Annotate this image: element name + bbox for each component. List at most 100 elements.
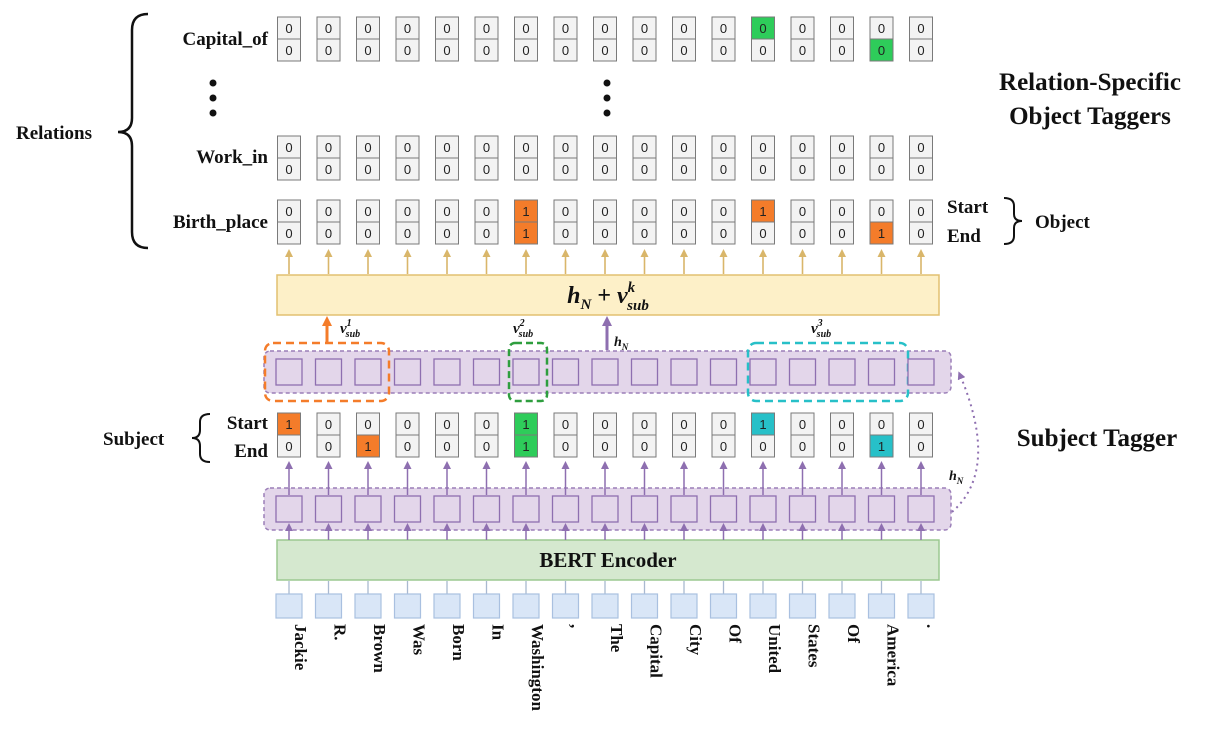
work-in-end-value: 0 — [799, 162, 806, 177]
birth-place-end-value: 0 — [364, 226, 371, 241]
token-embedding-box — [512, 593, 540, 619]
lower-embedding-cell — [788, 495, 817, 523]
token-word: The — [607, 624, 626, 653]
birth-place-end-value: 0 — [325, 226, 332, 241]
work-in-end-cell — [830, 157, 854, 181]
subject-start-value: 0 — [364, 417, 371, 432]
birth-place-start-value: 0 — [443, 204, 450, 219]
subject-end-cell — [435, 434, 459, 458]
work-in-start-value: 0 — [483, 140, 490, 155]
capital-of-end-cell — [316, 38, 341, 62]
birth-place-end-value: 0 — [601, 226, 608, 241]
subject-tagger-label: Subject Tagger — [1017, 425, 1177, 452]
lower-embedding-cell — [867, 495, 896, 523]
work-in-end-value: 0 — [325, 162, 332, 177]
upper-embedding-cell — [749, 358, 777, 386]
birth-place-end-cell — [277, 221, 301, 245]
subject-label: Subject — [103, 429, 165, 450]
capital-of-start-value: 0 — [759, 21, 766, 36]
title-line-1: Relation-Specific — [999, 69, 1181, 96]
capital-of-end-value: 0 — [601, 43, 608, 58]
token-embedding-box — [393, 593, 422, 619]
birth-place-end-cell — [869, 221, 894, 245]
birth-place-start-value: 0 — [720, 204, 727, 219]
birth-place-start-value: 0 — [285, 204, 292, 219]
birth-place-start-value: 0 — [878, 204, 885, 219]
lower-embedding-cell — [828, 495, 856, 523]
upper-embedding-cell — [275, 358, 303, 386]
subject-end-value: 0 — [404, 439, 411, 454]
subject-start-value: 0 — [601, 417, 608, 432]
token-word: Capital — [647, 624, 666, 678]
subject-end-value: 0 — [483, 439, 490, 454]
birth-place-start-value: 0 — [562, 204, 569, 219]
upper-embedding-cell — [788, 358, 817, 386]
token-word: Born — [449, 624, 468, 661]
work-in-end-value: 0 — [404, 162, 411, 177]
capital-of-end-cell — [474, 38, 499, 62]
capital-of-end-value: 0 — [641, 43, 648, 58]
bert-encoder-box — [276, 539, 940, 581]
token-word: Of — [844, 624, 863, 643]
upper-embedding-cell — [630, 358, 659, 386]
token-embedding-box — [828, 593, 856, 619]
birth-place-end-value: 0 — [680, 226, 687, 241]
subject-end-value: 0 — [601, 439, 608, 454]
lower-embedding-cell — [709, 495, 738, 523]
birth-place-end-cell — [395, 221, 420, 245]
capital-of-end-cell — [514, 38, 538, 62]
token-embedding-box — [354, 593, 382, 619]
birth-place-start-value: 0 — [641, 204, 648, 219]
work-in-end-cell — [672, 157, 696, 181]
birth-place-start-value: 0 — [364, 204, 371, 219]
capital-of-start-value: 0 — [364, 21, 371, 36]
subject-end-cell — [869, 434, 894, 458]
token-word: United — [765, 624, 784, 674]
capital-of-start-value: 0 — [799, 21, 806, 36]
work-in-start-value: 0 — [601, 140, 608, 155]
subject-end-cell — [593, 434, 617, 458]
upper-embedding-cell — [354, 358, 382, 386]
work-in-start-value: 0 — [562, 140, 569, 155]
h-n-curved-arrow — [951, 371, 980, 513]
capital-of-end-value: 0 — [838, 43, 845, 58]
capital-of-end-cell — [711, 38, 736, 62]
work-in-end-value: 0 — [917, 162, 924, 177]
work-in-end-cell — [909, 157, 933, 181]
upper-embedding-cell — [828, 358, 856, 386]
birth-place-end-cell — [672, 221, 696, 245]
capital-of-start-value: 0 — [443, 21, 450, 36]
capital-of-end-value: 0 — [759, 43, 766, 58]
upper-embedding-cell — [591, 358, 619, 386]
capital-of-start-value: 0 — [720, 21, 727, 36]
subject-end-cell — [632, 434, 657, 458]
birth-place-end-cell — [909, 221, 933, 245]
birth-place-end-value: 0 — [641, 226, 648, 241]
token-word: Was — [410, 624, 429, 656]
work-in-start-value: 0 — [720, 140, 727, 155]
relation-label-capital-of: Capital_of — [183, 29, 269, 50]
subject-start-value: 0 — [917, 417, 924, 432]
object-label: Object — [1035, 212, 1091, 233]
subject-end-label: End — [234, 441, 268, 462]
capital-of-start-value: 0 — [285, 21, 292, 36]
capital-of-end-cell — [909, 38, 933, 62]
work-in-end-value: 0 — [285, 162, 292, 177]
capital-of-end-cell — [395, 38, 420, 62]
capital-of-end-cell — [553, 38, 578, 62]
birth-place-start-value: 0 — [799, 204, 806, 219]
work-in-end-value: 0 — [483, 162, 490, 177]
upper-embedding-cell — [867, 358, 896, 386]
upper-embedding-cell — [512, 358, 540, 386]
capital-of-end-value: 0 — [483, 43, 490, 58]
capital-of-end-value: 0 — [878, 43, 885, 58]
work-in-end-value: 0 — [720, 162, 727, 177]
token-embedding-box — [275, 593, 303, 619]
token-word: , — [568, 624, 587, 628]
work-in-end-value: 0 — [680, 162, 687, 177]
capital-of-start-value: 0 — [404, 21, 411, 36]
work-in-end-cell — [790, 157, 815, 181]
subject-start-value: 0 — [443, 417, 450, 432]
